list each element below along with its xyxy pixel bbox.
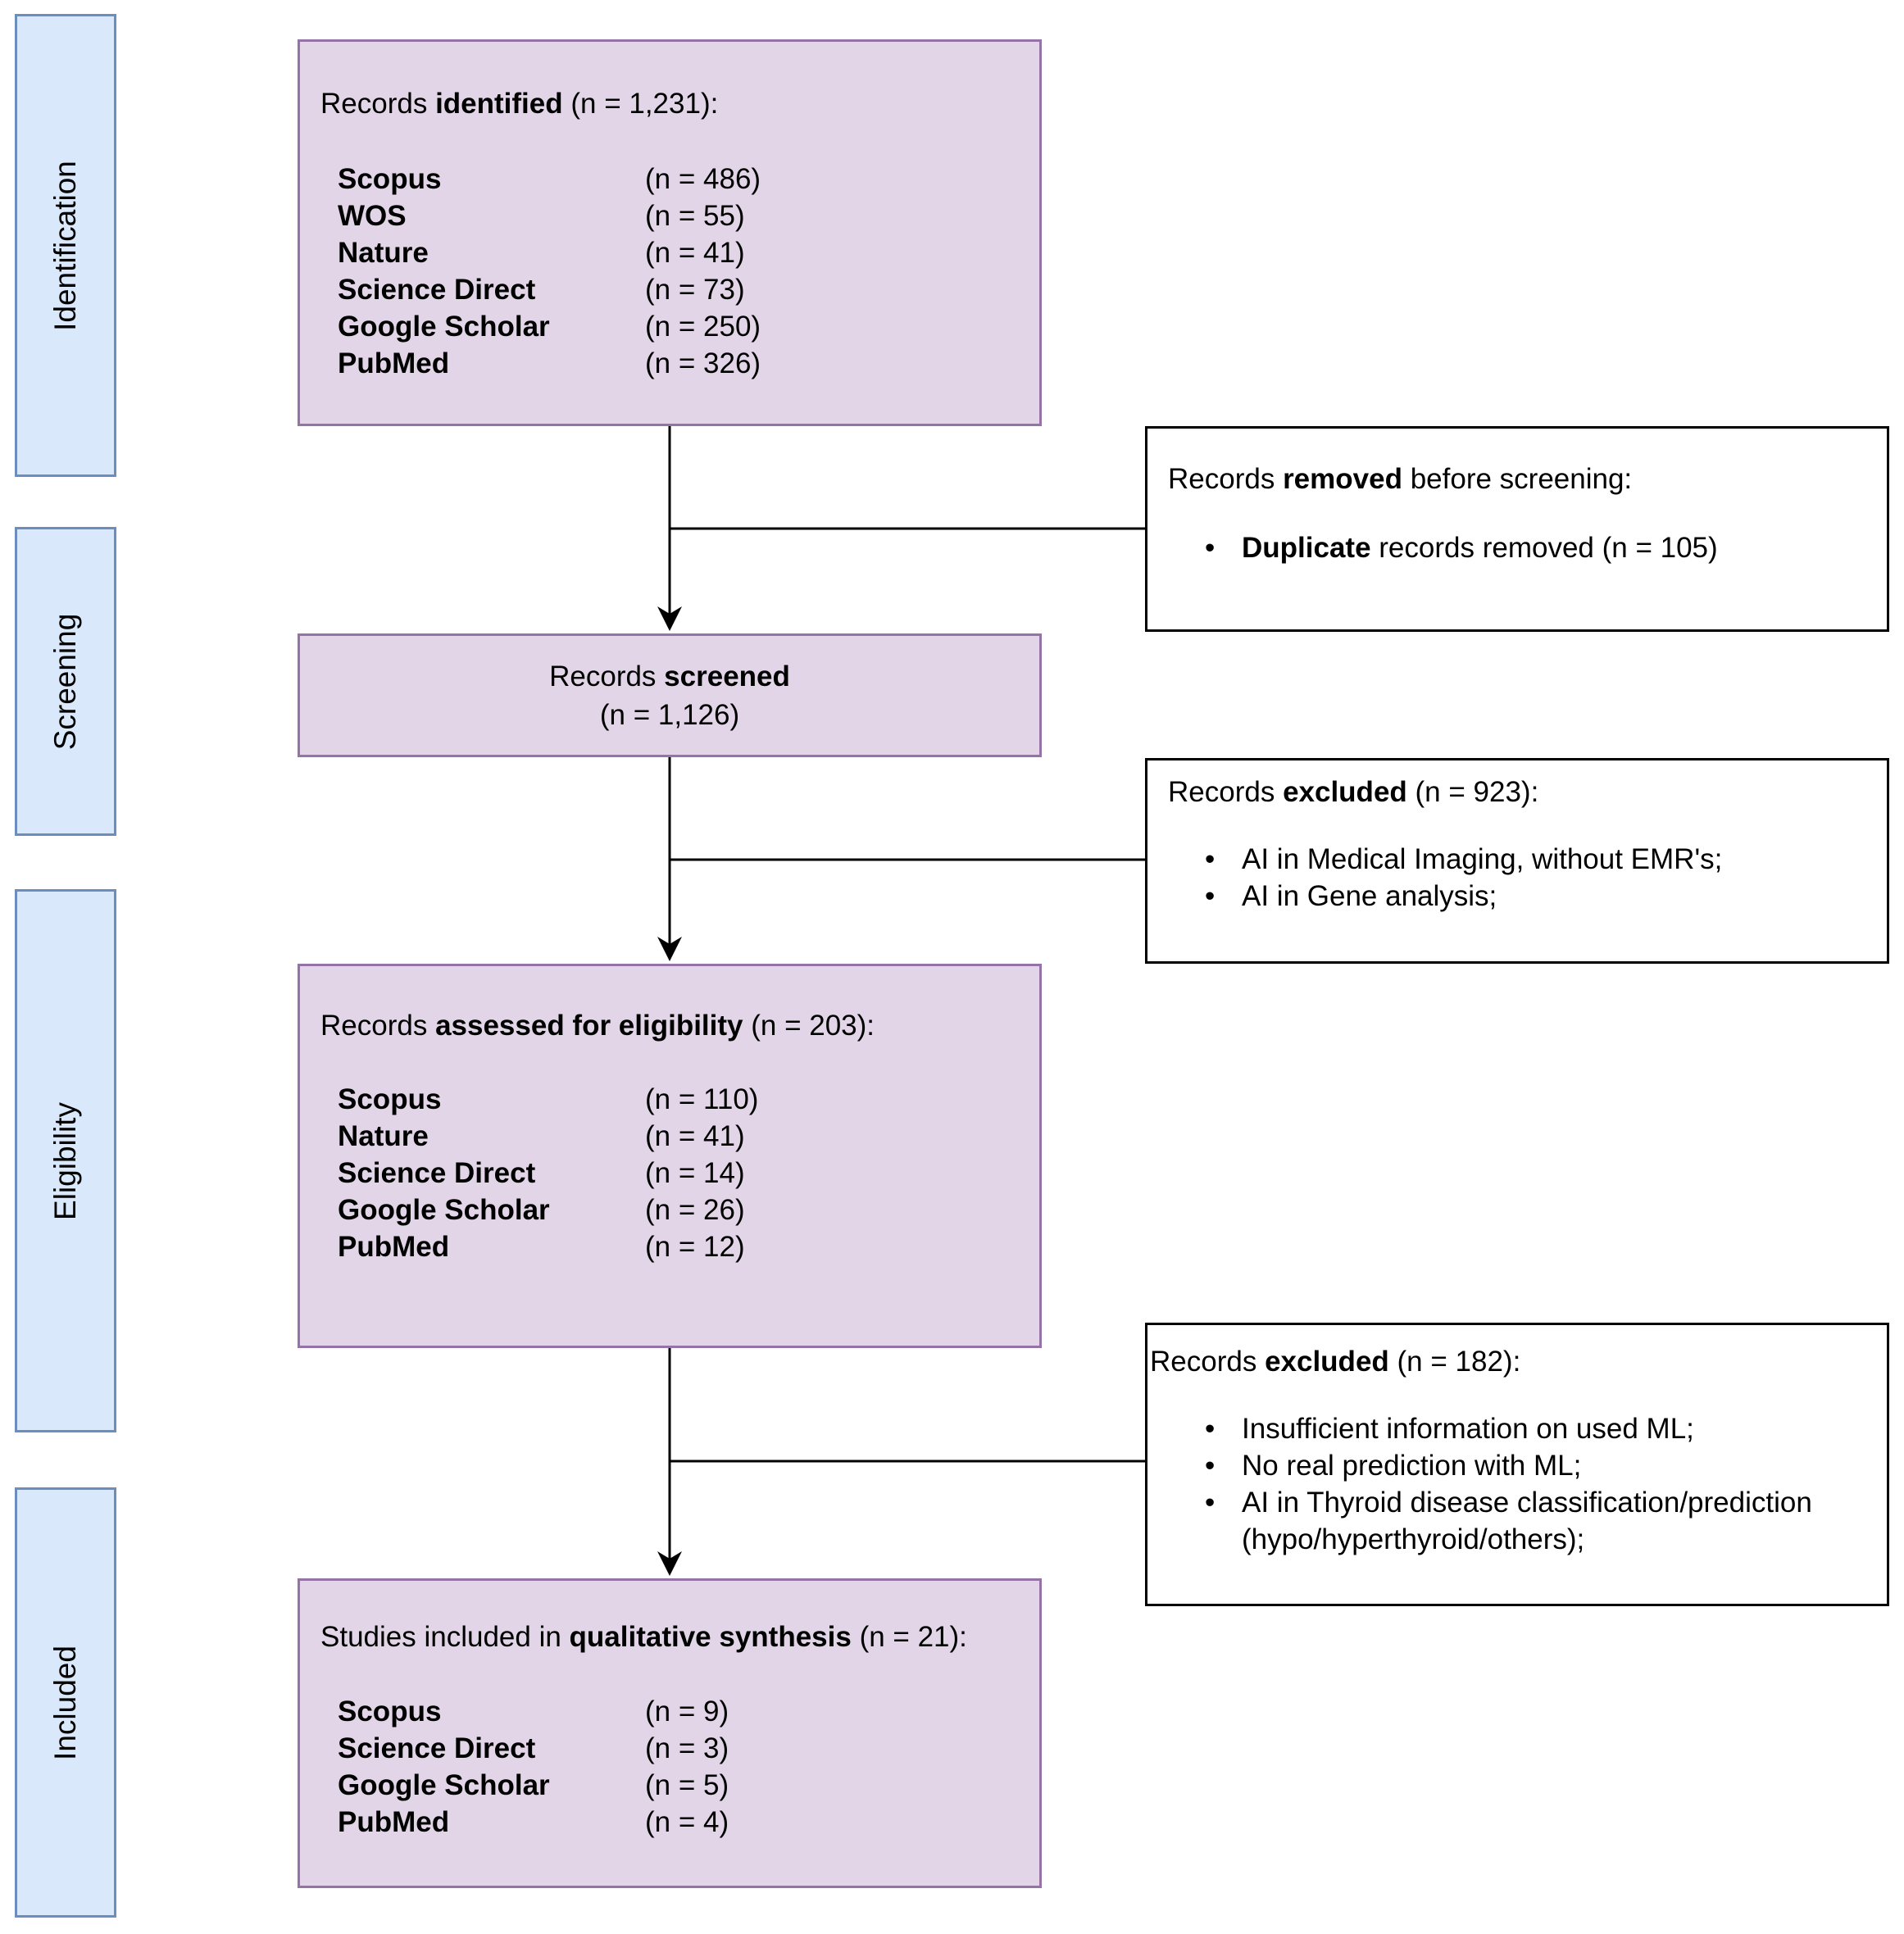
eligibility-heading: Records assessed for eligibility (n = 20… <box>320 1010 875 1042</box>
source-count: (n = 26) <box>645 1194 745 1226</box>
phase-label: Screening <box>48 613 82 750</box>
source-name: Scopus <box>338 163 442 195</box>
source-name: PubMed <box>338 347 450 379</box>
source-count: (n = 5) <box>645 1769 729 1801</box>
screened-count: (n = 1,126) <box>599 699 740 731</box>
excluded-screening-bullet-list: AI in Medical Imaging, without EMR's; AI … <box>1205 841 1870 915</box>
phase-eligibility: Eligibility <box>15 889 116 1432</box>
source-count: (n = 55) <box>645 200 745 232</box>
removed-heading: Records removed before screening: <box>1168 463 1633 495</box>
bullet-text: AI in Medical Imaging, without EMR's; <box>1242 843 1723 875</box>
source-count: (n = 326) <box>645 347 761 379</box>
excluded-eligibility-bullet-list: Insufficient information on used ML; No r… <box>1205 1410 1870 1558</box>
source-name: Nature <box>338 1120 429 1152</box>
phase-included: Included <box>15 1487 116 1918</box>
source-count: (n = 3) <box>645 1732 729 1764</box>
bullet-item: AI in Medical Imaging, without EMR's; <box>1205 841 1870 878</box>
bullet-text: AI in Gene analysis; <box>1242 880 1497 912</box>
phase-label: Included <box>48 1645 82 1760</box>
identified-heading: Records identified (n = 1,231): <box>320 88 719 120</box>
bullet-text: records removed (n = 105) <box>1370 532 1718 564</box>
source-name: Scopus <box>338 1696 442 1727</box>
source-name: PubMed <box>338 1806 450 1838</box>
source-count: (n = 4) <box>645 1806 729 1838</box>
bullet-item: Duplicate records removed (n = 105) <box>1205 529 1870 566</box>
records-excluded-screening-box: Records excluded (n = 923): AI in Medica… <box>1145 758 1889 964</box>
source-count: (n = 9) <box>645 1696 729 1727</box>
studies-included-box: Studies included in qualitative synthesi… <box>298 1578 1042 1888</box>
source-name: Nature <box>338 237 429 269</box>
source-count: (n = 12) <box>645 1231 745 1263</box>
bullet-text: No real prediction with ML; <box>1242 1450 1582 1482</box>
source-name: Science Direct <box>338 1157 536 1189</box>
screened-heading: Records screened <box>549 661 790 692</box>
source-count: (n = 41) <box>645 1120 745 1152</box>
source-name: Science Direct <box>338 274 536 306</box>
source-count: (n = 41) <box>645 237 745 269</box>
source-count: (n = 110) <box>645 1083 759 1115</box>
bullet-item: AI in Thyroid disease classification/pre… <box>1205 1484 1870 1558</box>
bullet-text: Insufficient information on used ML; <box>1242 1413 1694 1445</box>
excluded-eligibility-heading: Records excluded (n = 182): <box>1150 1346 1521 1378</box>
excluded-screening-heading: Records excluded (n = 923): <box>1168 776 1539 808</box>
source-count: (n = 73) <box>645 274 745 306</box>
source-name: Google Scholar <box>338 1769 550 1801</box>
bullet-bold-text: Duplicate <box>1242 532 1371 564</box>
source-count: (n = 14) <box>645 1157 745 1189</box>
phase-label: Eligibility <box>48 1101 82 1220</box>
removed-bullet-list: Duplicate records removed (n = 105) <box>1205 529 1870 566</box>
bullet-item: Insufficient information on used ML; <box>1205 1410 1870 1447</box>
phase-screening: Screening <box>15 527 116 836</box>
source-name: Google Scholar <box>338 311 550 343</box>
bullet-text: AI in Thyroid disease classification/pre… <box>1242 1487 1812 1555</box>
phase-label: Identification <box>48 160 82 331</box>
bullet-item: No real prediction with ML; <box>1205 1447 1870 1484</box>
source-count: (n = 486) <box>645 163 761 195</box>
source-name: Science Direct <box>338 1732 536 1764</box>
source-name: PubMed <box>338 1231 450 1263</box>
records-removed-box: Records removed before screening: Duplic… <box>1145 426 1889 632</box>
included-heading: Studies included in qualitative synthesi… <box>320 1621 967 1653</box>
source-name: Scopus <box>338 1083 442 1115</box>
source-name: WOS <box>338 200 407 232</box>
phase-identification: Identification <box>15 14 116 477</box>
records-eligibility-box: Records assessed for eligibility (n = 20… <box>298 964 1042 1348</box>
records-excluded-eligibility-box: Records excluded (n = 182): Insufficient… <box>1145 1323 1889 1606</box>
records-screened-box: Records screened (n = 1,126) <box>298 633 1042 757</box>
records-identified-box: Records identified (n = 1,231): Scopus (n… <box>298 39 1042 426</box>
source-name: Google Scholar <box>338 1194 550 1226</box>
bullet-item: AI in Gene analysis; <box>1205 878 1870 915</box>
source-count: (n = 250) <box>645 311 761 343</box>
